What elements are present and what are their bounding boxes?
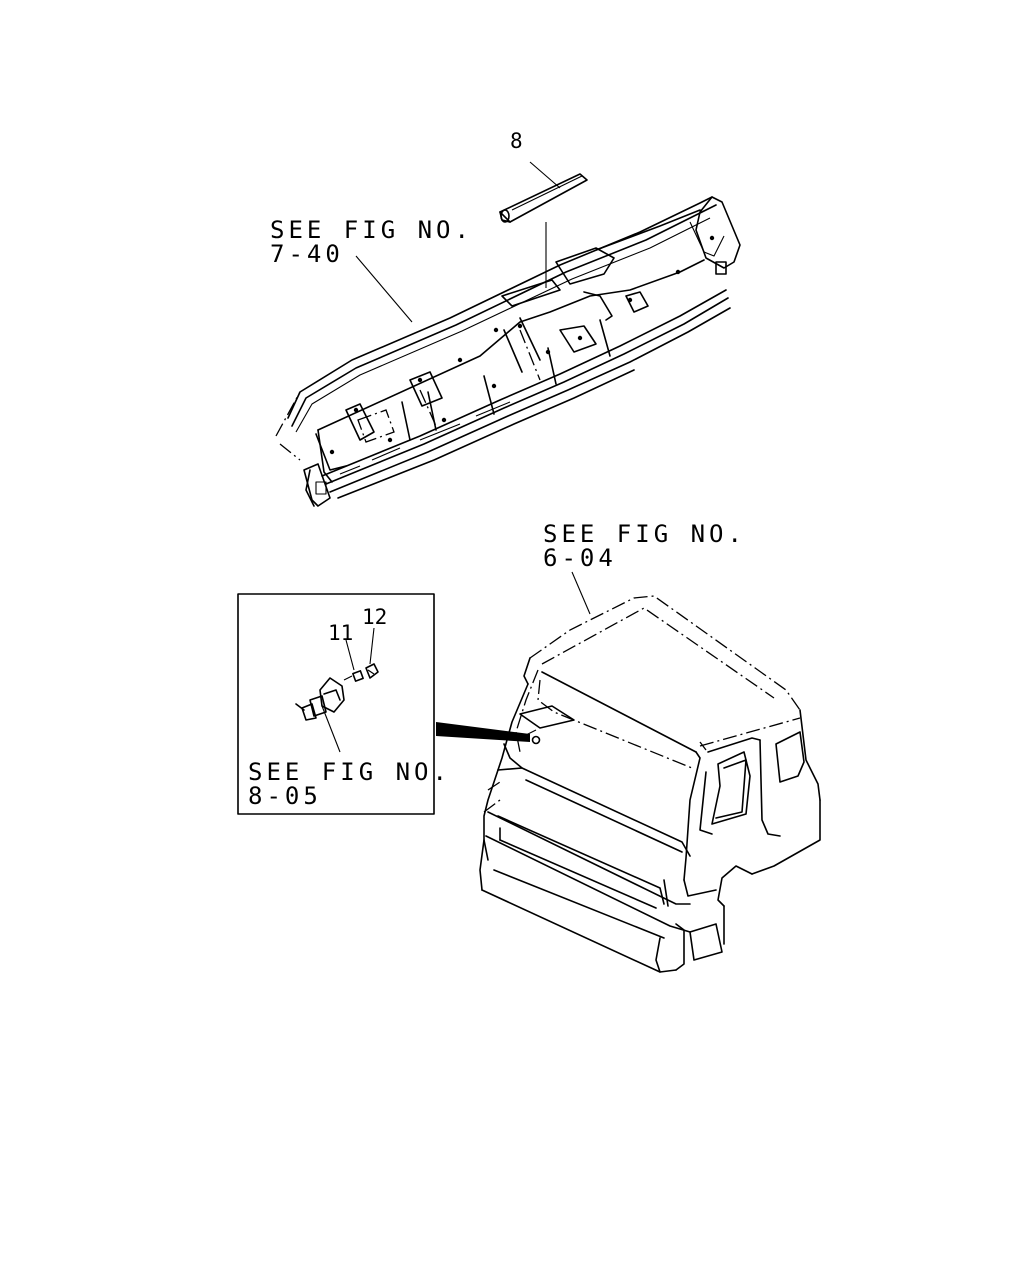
cab-body xyxy=(479,595,821,973)
leader-part-12 xyxy=(369,627,375,665)
callout-11: 11 xyxy=(328,621,353,645)
leader-part-11 xyxy=(345,639,355,671)
detail-inset xyxy=(237,593,435,815)
ref-cab-line2: 6-04 xyxy=(543,544,617,572)
callout-12: 12 xyxy=(362,605,387,629)
ref-inset-line1: SEE FIG NO. xyxy=(248,758,451,786)
detail-target xyxy=(531,735,541,745)
ref-inset-line2: 8-05 xyxy=(248,782,322,810)
leader-ref-dashboard xyxy=(355,255,413,323)
leader-ref-inset xyxy=(321,705,341,753)
detail-pointer xyxy=(436,722,530,742)
ref-dashboard-line2: 7-40 xyxy=(270,240,344,268)
dashboard-frame xyxy=(275,196,741,507)
part-8-trim-cover xyxy=(499,173,588,223)
ref-dashboard-line1: SEE FIG NO. xyxy=(270,216,473,244)
ref-cab-line1: SEE FIG NO. xyxy=(543,520,746,548)
leader-ref-cab xyxy=(571,571,591,615)
leader-part-8 xyxy=(529,161,561,189)
callout-8: 8 xyxy=(510,129,523,153)
